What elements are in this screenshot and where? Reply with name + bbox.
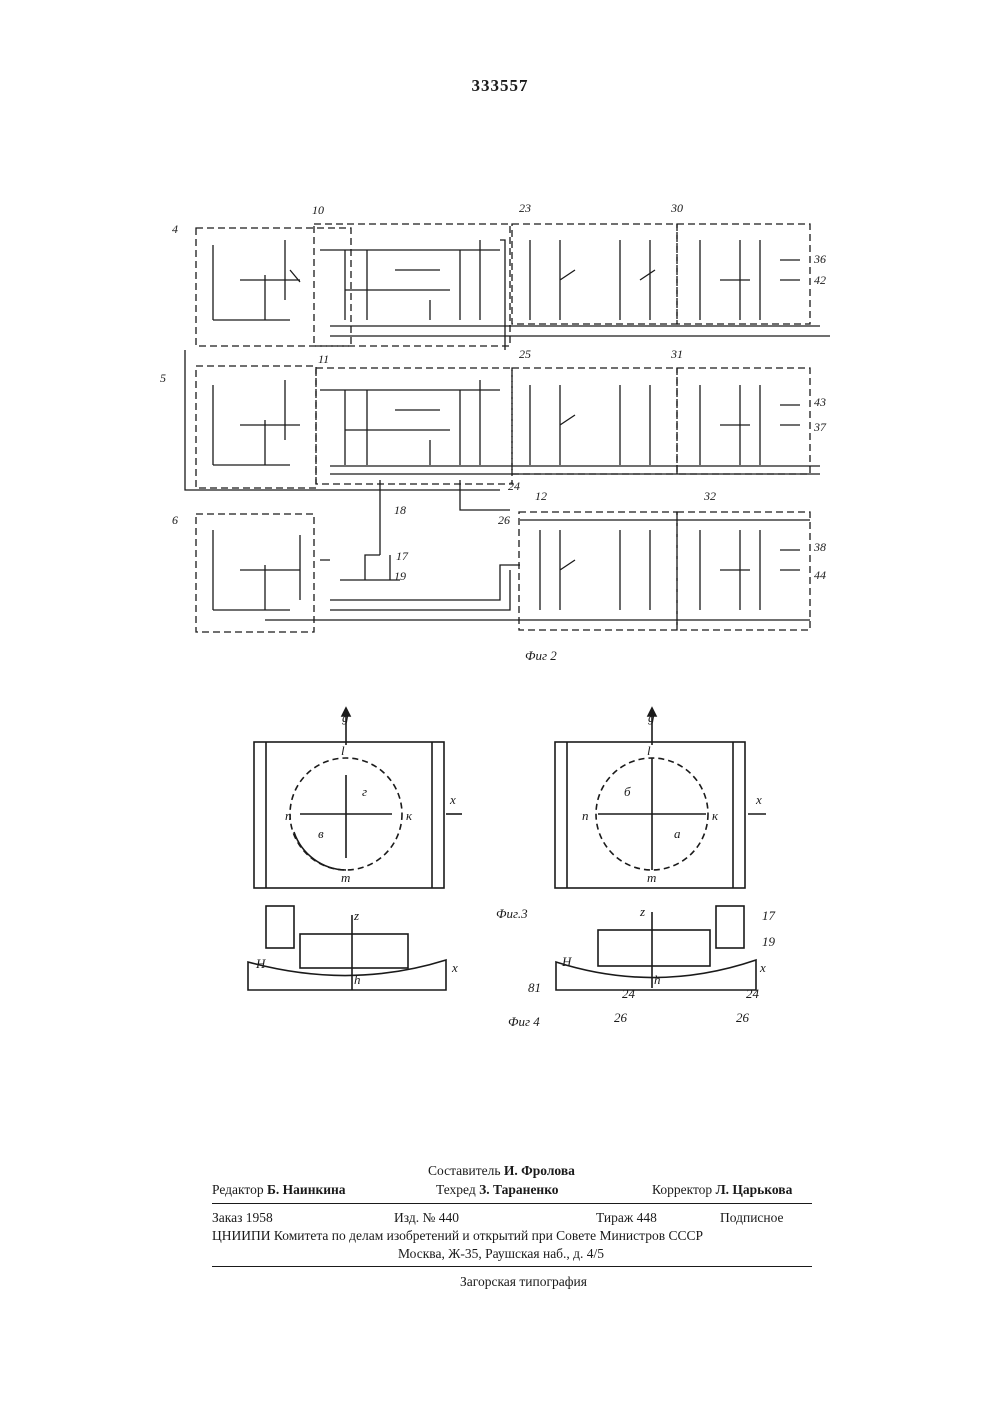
svg-text:l: l <box>647 743 651 758</box>
subscription: Подписное <box>720 1210 784 1226</box>
svg-text:в: в <box>318 826 324 841</box>
editor-label: Редактор <box>212 1182 264 1197</box>
techred-name: З. Тараненко <box>479 1182 558 1197</box>
imprint-rule-bottom <box>212 1266 812 1267</box>
svg-text:z: z <box>639 904 645 919</box>
printer: Загорская типография <box>460 1274 587 1290</box>
svg-text:x: x <box>449 792 456 807</box>
institute: ЦНИИПИ Комитета по делам изобретений и о… <box>212 1228 703 1244</box>
svg-text:б: б <box>624 784 631 799</box>
svg-text:Фиг.3: Фиг.3 <box>496 906 528 921</box>
svg-text:Фиг 4: Фиг 4 <box>508 1014 540 1029</box>
svg-text:h: h <box>354 972 361 987</box>
compiler-name: И. Фролова <box>504 1163 575 1178</box>
svg-text:H: H <box>561 954 572 969</box>
svg-text:g: g <box>648 710 655 725</box>
editor-name: Б. Наинкина <box>267 1182 346 1197</box>
techred-label: Техред <box>436 1182 476 1197</box>
order: Заказ 1958 <box>212 1210 273 1226</box>
svg-text:а: а <box>674 826 681 841</box>
svg-text:l: l <box>341 743 345 758</box>
svg-text:h: h <box>654 972 661 987</box>
svg-text:26: 26 <box>614 1010 628 1025</box>
svg-text:x: x <box>451 960 458 975</box>
svg-text:x: x <box>759 960 766 975</box>
svg-text:к: к <box>406 808 413 823</box>
svg-text:к: к <box>712 808 719 823</box>
svg-text:m: m <box>647 870 656 885</box>
svg-text:81: 81 <box>528 980 541 995</box>
svg-text:x: x <box>755 792 762 807</box>
svg-text:26: 26 <box>736 1010 750 1025</box>
imprint-rule-top <box>212 1203 812 1204</box>
corrector-label: Корректор <box>652 1182 712 1197</box>
svg-text:19: 19 <box>762 934 776 949</box>
compiler-label: Составитель <box>428 1163 501 1178</box>
address: Москва, Ж-35, Раушская наб., д. 4/5 <box>398 1246 604 1262</box>
svg-text:n: n <box>285 808 292 823</box>
svg-text:g: g <box>342 710 349 725</box>
edition-no: Изд. № 440 <box>394 1210 459 1226</box>
svg-text:г: г <box>362 784 367 799</box>
svg-text:24: 24 <box>746 986 760 1001</box>
svg-text:n: n <box>582 808 589 823</box>
svg-text:H: H <box>255 956 266 971</box>
corrector-name: Л. Царькова <box>716 1182 793 1197</box>
svg-text:z: z <box>353 908 359 923</box>
svg-text:24: 24 <box>622 986 636 1001</box>
svg-text:m: m <box>341 870 350 885</box>
print-run: Тираж 448 <box>596 1210 657 1226</box>
imprint: Составитель И. Фролова Редактор Б. Наинк… <box>212 1160 812 1290</box>
svg-text:17: 17 <box>762 908 776 923</box>
